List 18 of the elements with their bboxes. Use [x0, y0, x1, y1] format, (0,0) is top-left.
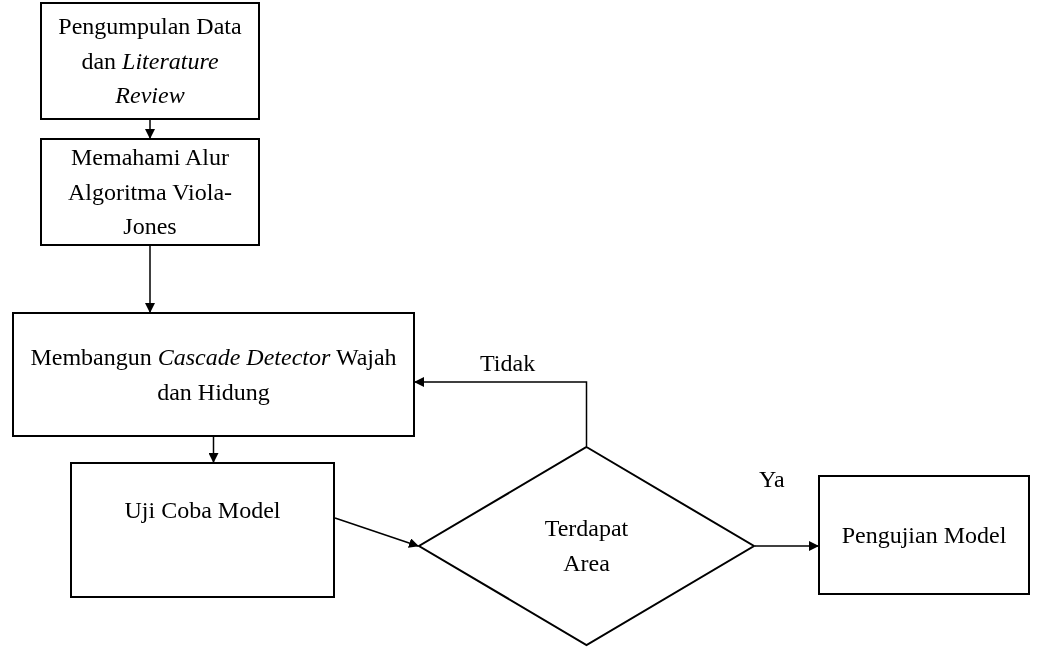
arrow — [145, 245, 155, 313]
process-box — [70, 462, 335, 598]
node-text: Memahami Alur Algoritma Viola-Jones — [67, 143, 233, 240]
decision-diamond — [418, 446, 755, 646]
process-box — [818, 475, 1030, 595]
node-text: Membangun Cascade Detector Wajah dan Hidung — [30, 343, 397, 405]
node-text: Pengumpulan Data dan Literature Review — [58, 12, 242, 109]
process-box — [40, 2, 260, 120]
arrow — [145, 119, 155, 139]
process-box — [40, 138, 260, 246]
arrow — [754, 541, 819, 551]
node-text: Terdapat Area — [544, 515, 629, 576]
arrow — [414, 377, 588, 447]
node-text: Pengujian Model — [841, 521, 1007, 548]
process-box — [12, 312, 415, 437]
node-text: Uji Coba Model — [124, 496, 281, 523]
arrow — [208, 436, 219, 463]
arrow — [334, 517, 419, 548]
